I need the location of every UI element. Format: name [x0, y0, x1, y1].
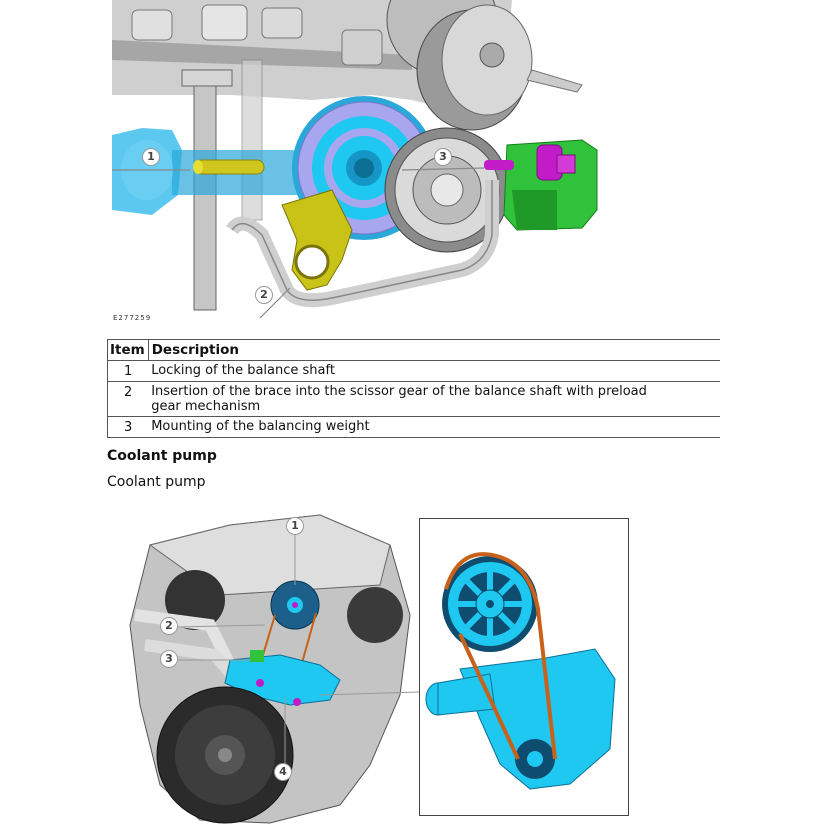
- table-header-row: Item Description: [107, 339, 720, 361]
- row-item-number: 1: [123, 364, 133, 379]
- section-heading: Coolant pump: [107, 448, 217, 464]
- callout-2: 2: [255, 286, 273, 304]
- coolant-pump-inset: [419, 518, 629, 816]
- row-item-number: 2: [123, 385, 133, 400]
- row-item-number: 3: [123, 420, 133, 435]
- callout-3: 3: [160, 650, 178, 668]
- callout-1: 1: [286, 517, 304, 535]
- callout-1: 1: [142, 148, 160, 166]
- table-row: 1 Locking of the balance shaft: [107, 361, 720, 382]
- table-row: 2 Insertion of the brace into the scisso…: [107, 382, 720, 417]
- column-header-description: Description: [151, 342, 240, 358]
- coolant-pump-diagram: [425, 552, 616, 790]
- table-row: 3 Mounting of the balancing weight: [107, 417, 720, 438]
- callout-3: 3: [434, 148, 452, 166]
- item-description-table: Item Description 1 Locking of the balanc…: [107, 339, 720, 438]
- figure-code: E277259: [113, 314, 152, 322]
- callout-2: 2: [160, 617, 178, 635]
- balance-shaft-diagram: [112, 0, 598, 319]
- callout-4: 4: [274, 763, 292, 781]
- engine-coolant-pump-illustration: 1 2 3 4: [120, 505, 421, 825]
- section-subheading: Coolant pump: [107, 474, 206, 490]
- row-description: Locking of the balance shaft: [151, 363, 335, 378]
- row-description: Insertion of the brace into the scissor …: [151, 384, 647, 414]
- row-description: Mounting of the balancing weight: [151, 419, 370, 434]
- balance-shaft-illustration: 1 2 3: [112, 0, 632, 330]
- column-header-item: Item: [107, 339, 149, 361]
- engine-diagram: [129, 514, 421, 824]
